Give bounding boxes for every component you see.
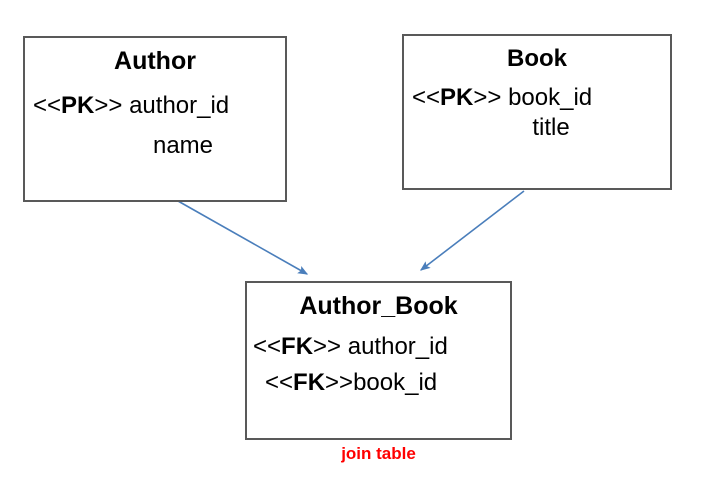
arrow-author-to-author-book xyxy=(177,200,309,275)
attribute-list-author: <<PK>> author_id name xyxy=(25,86,285,166)
attribute-list-author-book: <<FK>> author_id <<FK>>book_id xyxy=(247,329,510,401)
entity-title-book: Book xyxy=(507,45,567,72)
stereotype-close-bracket: >> xyxy=(325,369,354,396)
attribute-field-name: book_id xyxy=(353,369,438,396)
entity-box-book[interactable]: Book <<PK>> book_id title xyxy=(402,34,672,190)
attribute-row-title: title xyxy=(404,113,670,143)
entity-title-author: Author xyxy=(114,47,196,75)
join-table-caption: join table xyxy=(341,444,416,463)
entity-box-author-book[interactable]: Author_Book <<FK>> author_id <<FK>>book_… xyxy=(245,281,512,440)
attribute-field-name: book_id xyxy=(508,84,593,111)
attribute-separator xyxy=(341,333,348,360)
stereotype-close-bracket: >> xyxy=(473,84,502,111)
stereotype-key-pk: PK xyxy=(440,84,474,111)
stereotype-open-bracket: << xyxy=(265,369,294,396)
arrow-book-to-author-book xyxy=(419,190,525,271)
stereotype-key-fk: FK xyxy=(293,369,326,396)
entity-title-author-book: Author_Book xyxy=(299,292,458,320)
attribute-row-name: name xyxy=(25,126,285,166)
attribute-row-fk-author-id: <<FK>> author_id xyxy=(247,329,510,365)
stereotype-open-bracket: << xyxy=(33,92,62,119)
attribute-row-fk-book-id: <<FK>>book_id xyxy=(247,365,510,401)
stereotype-close-bracket: >> xyxy=(94,92,123,119)
attribute-row-book-id: <<PK>> book_id xyxy=(404,83,670,113)
attribute-list-book: <<PK>> book_id title xyxy=(404,83,670,143)
stereotype-key-fk: FK xyxy=(281,333,314,360)
entity-box-author[interactable]: Author <<PK>> author_id name xyxy=(23,36,287,202)
attribute-row-author-id: <<PK>> author_id xyxy=(25,86,285,126)
attribute-field-name: name xyxy=(152,132,214,159)
stereotype-open-bracket: << xyxy=(253,333,282,360)
stereotype-open-bracket: << xyxy=(412,84,441,111)
attribute-field-name: author_id xyxy=(129,92,230,119)
stereotype-key-pk: PK xyxy=(61,92,95,119)
attribute-field-name: title xyxy=(532,114,570,141)
attribute-field-name: author_id xyxy=(347,333,448,360)
stereotype-close-bracket: >> xyxy=(313,333,342,360)
